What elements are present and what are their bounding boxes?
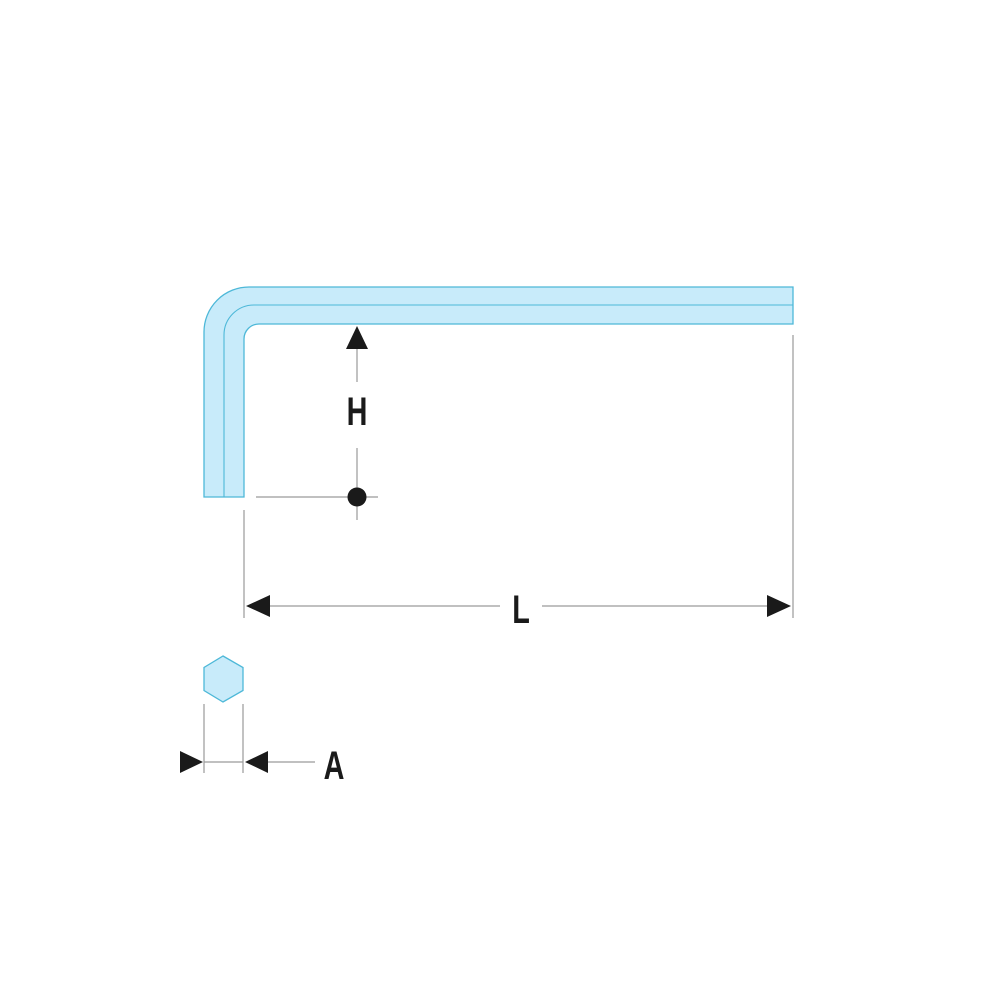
hex-cross-section [203,655,244,703]
hex-key-body [203,286,794,498]
arrow-right-icon [180,751,203,773]
center-point [347,487,367,507]
arrow-left-icon [246,595,270,617]
across-flats-label: A [324,743,345,788]
across-flats-dimension: A [180,704,344,788]
arrow-up-icon [346,326,368,349]
length-label: L [512,587,530,632]
arrow-left-icon [245,751,268,773]
arrow-right-icon [767,595,791,617]
hex-key-edge-line [223,304,793,497]
length-dimension: L [243,335,794,632]
height-dimension: H [256,326,378,520]
height-label: H [347,389,368,434]
